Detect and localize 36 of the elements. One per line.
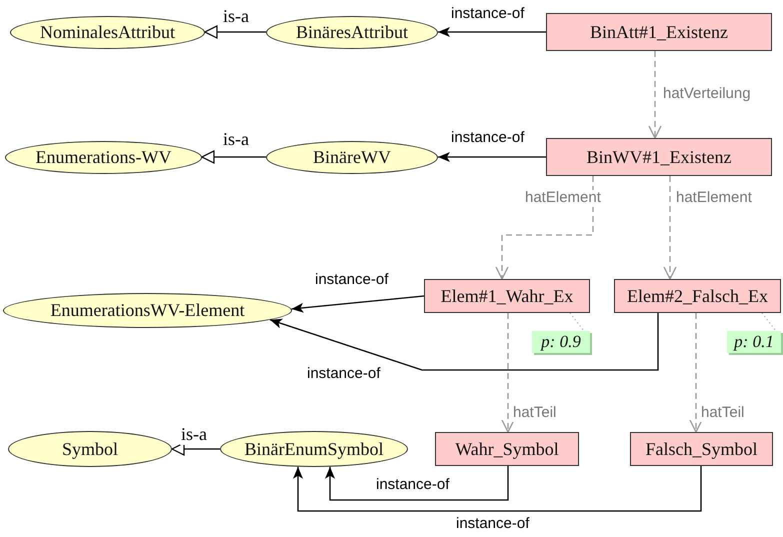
arrow xyxy=(663,176,677,280)
arrow xyxy=(204,25,266,39)
arrow xyxy=(648,51,662,139)
leader-line xyxy=(570,312,584,332)
instance-box: Elem#1_Wahr_Ex xyxy=(424,279,590,313)
arrow xyxy=(689,313,703,433)
class-ellipse: EnumerationsWV-Element xyxy=(3,293,292,328)
edge-label: hatElement xyxy=(524,190,602,206)
arrow xyxy=(438,27,546,37)
edge-label: is-a xyxy=(180,425,208,445)
class-ellipse: Symbol xyxy=(8,431,172,467)
edge-label: hatVerteilung xyxy=(662,86,752,102)
instance-box: BinWV#1_Existenz xyxy=(546,138,772,176)
class-ellipse: BinäreWV xyxy=(266,141,438,174)
arrow xyxy=(293,466,702,512)
class-ellipse: Enumerations-WV xyxy=(5,141,202,174)
instance-box: BinAtt#1_Existenz xyxy=(546,13,772,51)
arrow xyxy=(501,313,515,433)
edge-label: hatTeil xyxy=(700,405,746,422)
arrow xyxy=(270,313,659,371)
class-ellipse: NominalesAttribut xyxy=(10,16,205,49)
class-ellipse: BinärEnumSymbol xyxy=(220,431,408,467)
class-ellipse: BinäresAttribut xyxy=(266,16,438,49)
leader-line xyxy=(762,312,776,332)
arrow xyxy=(325,466,509,501)
instance-box: Elem#2_Falsch_Ex xyxy=(614,279,781,313)
arrow xyxy=(201,150,266,164)
instance-box: Falsch_Symbol xyxy=(630,432,773,466)
probability-label: p: 0.1 xyxy=(727,331,781,353)
arrow xyxy=(171,442,220,456)
instance-box: Wahr_Symbol xyxy=(435,432,579,466)
arrow xyxy=(438,152,546,162)
arrow xyxy=(495,176,594,280)
arrow xyxy=(291,295,424,313)
probability-label: p: 0.9 xyxy=(532,331,590,353)
edge-label: hatTeil xyxy=(512,405,558,422)
